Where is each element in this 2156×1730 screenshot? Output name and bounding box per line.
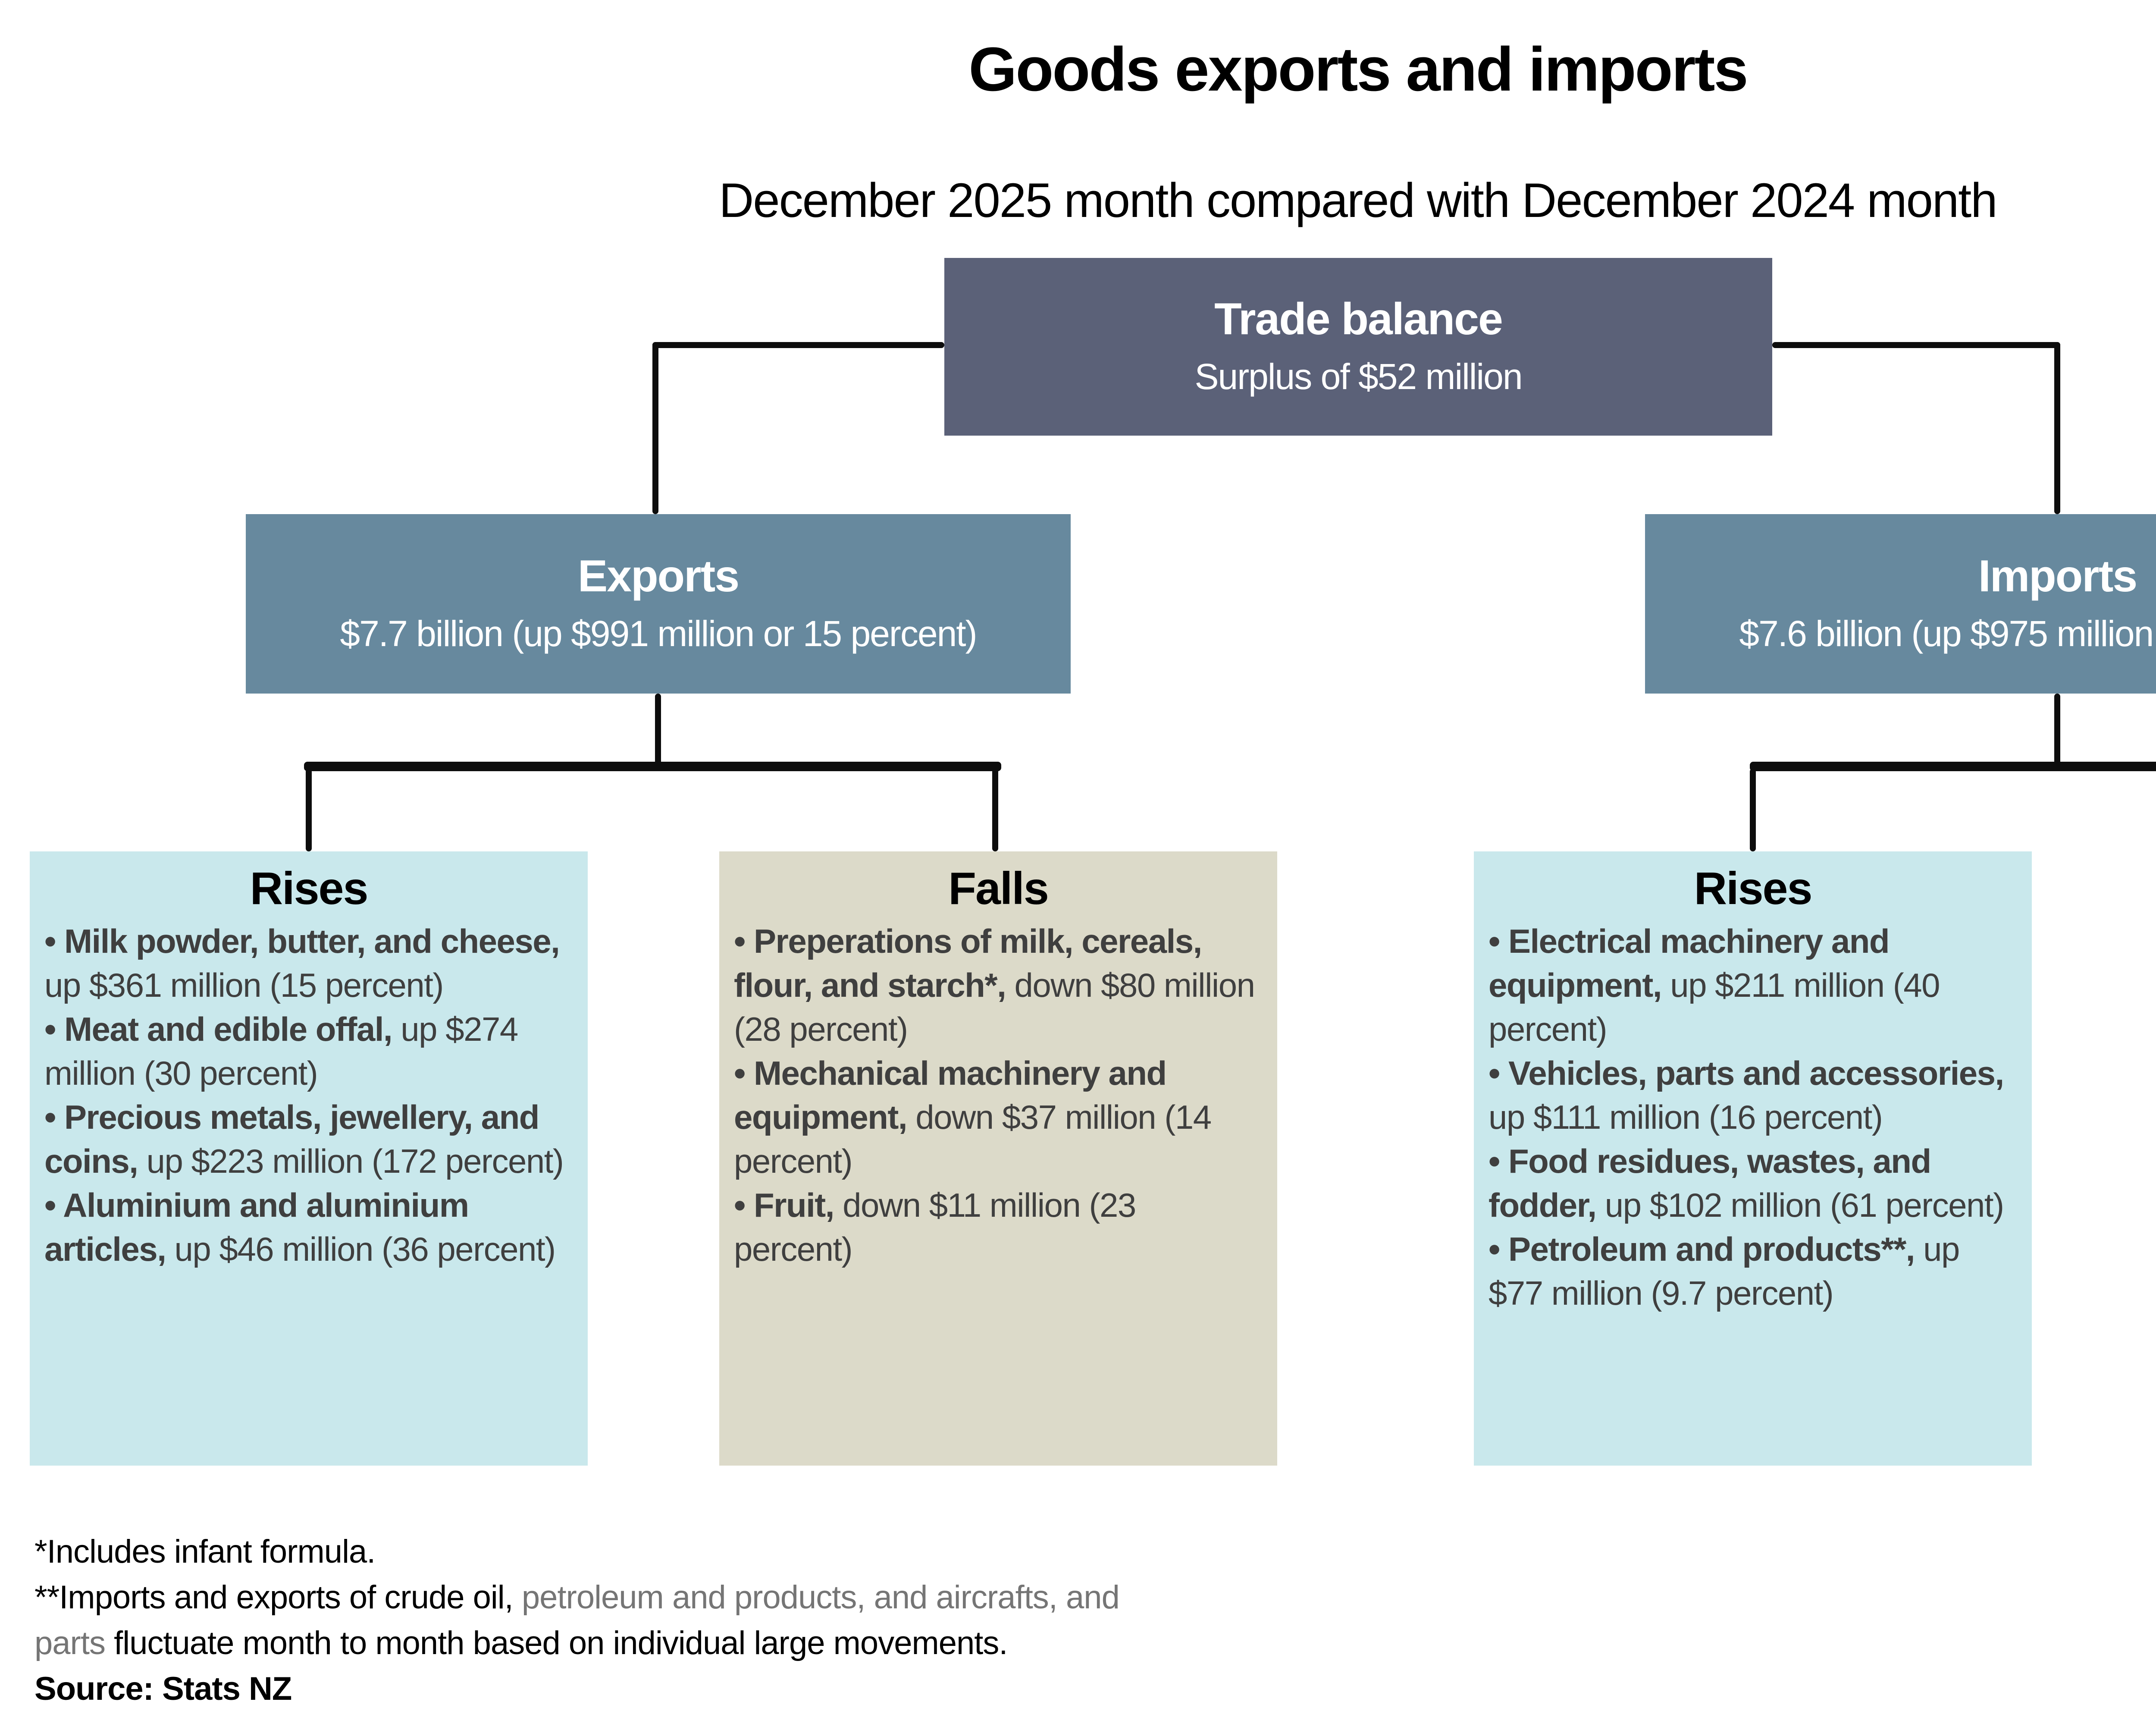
bullet-item: • Fruit, down $11 million (23 percent) <box>734 1186 1136 1268</box>
exports-falls-list: • Preperations of milk, cereals, flour, … <box>734 919 1263 1271</box>
connector-exports-bar <box>304 762 1001 771</box>
trade-balance-title: Trade balance <box>1214 294 1503 345</box>
imports-node: Imports $7.6 billion (up $975 million or… <box>1645 514 2156 694</box>
exports-title: Exports <box>577 551 740 602</box>
bullet-item: • Preperations of milk, cereals, flour, … <box>734 922 1255 1048</box>
bullet-item: • Precious metals, jewellery, and coins,… <box>44 1098 564 1180</box>
imports-rises-list: • Electrical machinery and equipment, up… <box>1489 919 2017 1315</box>
bullet-item: • Electrical machinery and equipment, up… <box>1489 922 1940 1048</box>
exports-rises-heading: Rises <box>250 863 369 914</box>
footnote-fluctuate-line2: parts fluctuate month to month based on … <box>34 1625 1008 1661</box>
connector-root-to-exports-vertical <box>652 342 658 514</box>
connector-root-to-imports-horizontal <box>1772 342 2060 348</box>
exports-node: Exports $7.7 billion (up $991 million or… <box>246 514 1071 694</box>
imports-rises-heading: Rises <box>1694 863 1813 914</box>
connector-root-to-exports-horizontal <box>652 342 944 348</box>
trade-balance-value: Surplus of $52 million <box>1194 356 1523 397</box>
footnote-fluctuate-line1: **Imports and exports of crude oil, petr… <box>34 1579 1120 1616</box>
footnotes: *Includes infant formula. **Imports and … <box>34 1529 1120 1712</box>
exports-rises-list: • Milk powder, butter, and cheese, up $3… <box>44 919 573 1271</box>
connector-root-to-imports-vertical <box>2054 342 2060 514</box>
imports-value: $7.6 billion (up $975 million or 15 perc… <box>1739 613 2156 654</box>
footnote-infant-formula: *Includes infant formula. <box>34 1533 376 1570</box>
exports-value: $7.7 billion (up $991 million or 15 perc… <box>340 613 977 654</box>
connector-imports-bar <box>1750 762 2156 771</box>
bullet-item: • Mechanical machinery and equipment, do… <box>734 1054 1212 1180</box>
bullet-item: • Food residues, wastes, and fodder, up … <box>1489 1142 2004 1224</box>
source-credit: Source: Stats NZ <box>34 1670 292 1707</box>
bullet-item: • Meat and edible offal, up $274 million… <box>44 1010 518 1092</box>
exports-falls-heading: Falls <box>948 863 1049 914</box>
connector-imports-rises-drop <box>1750 769 1756 851</box>
imports-title: Imports <box>1978 551 2137 602</box>
imports-rises-panel: Rises • Electrical machinery and equipme… <box>1474 851 2032 1466</box>
bullet-item: • Petroleum and products**, up $77 milli… <box>1489 1230 1960 1312</box>
connector-imports-stem <box>2054 694 2060 769</box>
bullet-item: • Milk powder, butter, and cheese, up $3… <box>44 922 560 1004</box>
trade-balance-node: Trade balance Surplus of $52 million <box>944 258 1772 436</box>
connector-exports-stem <box>655 694 661 769</box>
bullet-item: • Aluminium and aluminium articles, up $… <box>44 1186 556 1268</box>
page-title: Goods exports and imports <box>968 35 1748 104</box>
connector-exports-rises-drop <box>306 769 312 851</box>
connector-exports-falls-drop <box>992 769 998 851</box>
bullet-item: • Vehicles, parts and accessories, up $1… <box>1489 1054 2004 1136</box>
page-subtitle: December 2025 month compared with Decemb… <box>719 173 1997 227</box>
exports-falls-panel: Falls • Preperations of milk, cereals, f… <box>719 851 1277 1466</box>
exports-rises-panel: Rises • Milk powder, butter, and cheese,… <box>30 851 588 1466</box>
